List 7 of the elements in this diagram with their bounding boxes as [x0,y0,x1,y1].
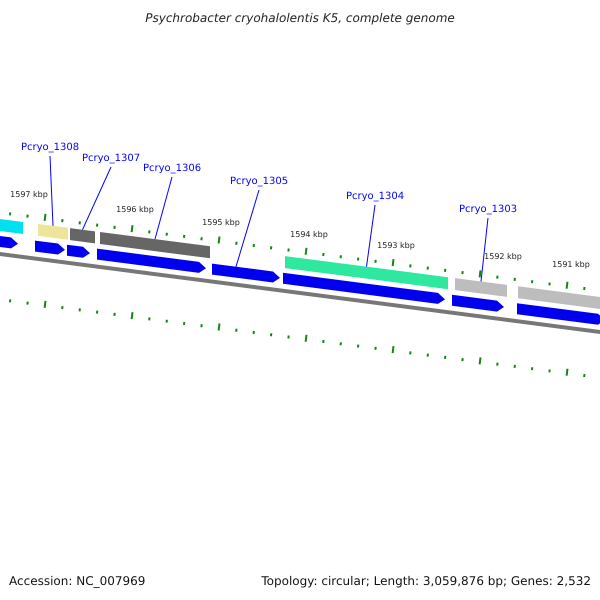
scale-label: 1594 kbp [290,231,328,239]
scale-label: 1591 kbp [552,261,590,269]
scale-label: 1596 kbp [116,206,154,214]
diagram-title: Psychrobacter cryohalolentis K5, complete genome [145,12,455,24]
genome-stats-text: Topology: circular; Length: 3,059,876 bp; Genes: 2,532 [261,575,591,587]
scale-label: 1597 kbp [10,191,48,199]
accession-text: Accession: NC_007969 [9,575,146,587]
